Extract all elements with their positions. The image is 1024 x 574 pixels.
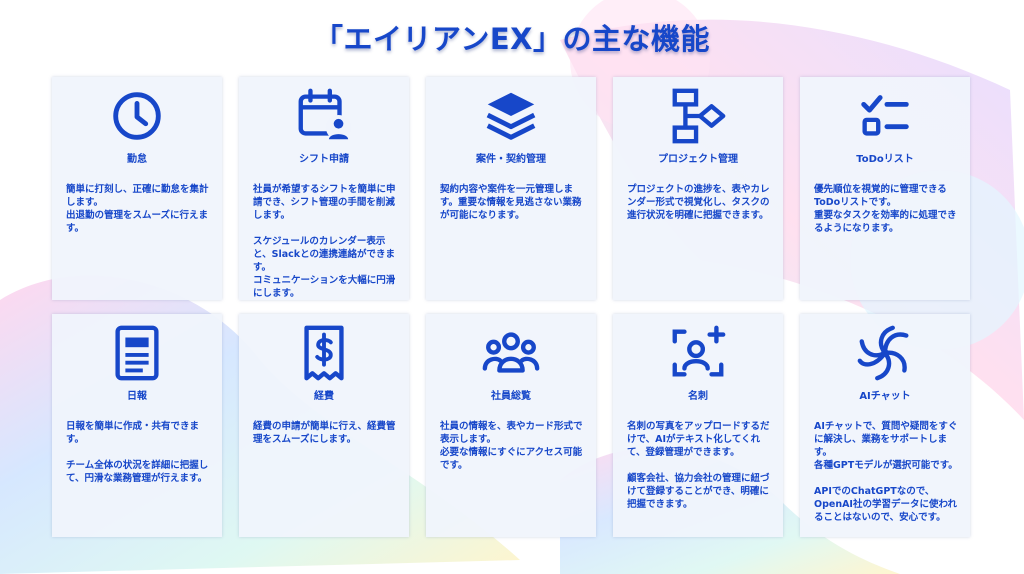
feature-card-todo: ToDoリスト 優先順位を視覚的に管理できるToDoリストです。 重要なタスクを… (800, 77, 970, 300)
feature-title: ToDoリスト (856, 154, 914, 165)
feature-title: AIチャット (859, 391, 911, 402)
layers-icon (486, 92, 536, 140)
feature-description: 簡単に打刻し、正確に勤怠を集計します。 出退勤の管理をスムーズに行えます。 (66, 184, 209, 234)
people-icon (482, 332, 540, 373)
feature-title: プロジェクト管理 (658, 154, 738, 165)
flowchart-icon (672, 88, 726, 144)
ai-swirl-icon (857, 325, 909, 381)
feature-description: プロジェクトの進捗を、表やカレンダー形式で視覚化し、タスクの進行状況を明確に把握… (627, 184, 770, 221)
feature-title: 経費 (314, 391, 334, 402)
scan-user-icon (672, 325, 726, 377)
feature-card-ai-chat: AIチャット AIチャットで、質問や疑問をすぐに解決し、業務をサポートします。 … (800, 314, 970, 537)
feature-card-business-card: 名刺 名刺の写真をアップロードするだけで、AIがテキスト化してくれて、登録管理が… (613, 314, 783, 537)
feature-title: シフト申請 (299, 154, 349, 165)
clock-icon (113, 92, 161, 140)
feature-description: 社員が希望するシフトを簡単に申請でき、シフト管理の手間を削減します。 スケジュー… (253, 184, 396, 299)
feature-description: 日報を簡単に作成・共有できます。 チーム全体の状況を詳細に把握して、円滑な業務管… (66, 421, 209, 484)
feature-card-employee-directory: 社員総覧 社員の情報を、表やカード形式で表示します。 必要な情報にすぐにアクセス… (426, 314, 596, 537)
calendar-user-icon (298, 88, 352, 141)
receipt-icon (304, 325, 344, 381)
feature-description: 社員の情報を、表やカード形式で表示します。 必要な情報にすぐにアクセス可能です。 (440, 421, 583, 471)
feature-card-contract: 案件・契約管理 契約内容や案件を一元管理します。重要な情報を見逃さない業務が可能… (426, 77, 596, 300)
feature-description: 名刺の写真をアップロードするだけで、AIがテキスト化してくれて、登録管理ができま… (627, 421, 770, 510)
feature-grid: 勤怠 簡単に打刻し、正確に勤怠を集計します。 出退勤の管理をスムーズに行えます。… (52, 77, 970, 537)
feature-card-expense: 経費 経費の申請が簡単に行え、経費管理をスムーズにします。 (239, 314, 409, 537)
feature-title: 日報 (127, 391, 147, 402)
feature-title: 名刺 (688, 391, 708, 402)
feature-description: 経費の申請が簡単に行え、経費管理をスムーズにします。 (253, 421, 396, 445)
feature-card-project: プロジェクト管理 プロジェクトの進捗を、表やカレンダー形式で視覚化し、タスクの進… (613, 77, 783, 300)
feature-description: 優先順位を視覚的に管理できるToDoリストです。 重要なタスクを効率的に処理でき… (814, 184, 957, 234)
document-icon (115, 325, 159, 381)
feature-description: AIチャットで、質問や疑問をすぐに解決し、業務をサポートします。 各種GPTモデ… (814, 421, 958, 523)
feature-title: 社員総覧 (491, 391, 531, 402)
feature-title: 勤怠 (127, 154, 147, 165)
checklist-icon (861, 95, 909, 136)
feature-description: 契約内容や案件を一元管理します。重要な情報を見逃さない業務が可能になります。 (440, 184, 582, 221)
feature-card-daily-report: 日報 日報を簡単に作成・共有できます。 チーム全体の状況を詳細に把握して、円滑な… (52, 314, 222, 537)
page-title: 「エイリアンEX」の主な機能 (313, 22, 710, 56)
feature-card-shift: シフト申請 社員が希望するシフトを簡単に申請でき、シフト管理の手間を削減します。… (239, 77, 409, 300)
feature-title: 案件・契約管理 (476, 154, 546, 165)
feature-card-attendance: 勤怠 簡単に打刻し、正確に勤怠を集計します。 出退勤の管理をスムーズに行えます。 (52, 77, 222, 300)
